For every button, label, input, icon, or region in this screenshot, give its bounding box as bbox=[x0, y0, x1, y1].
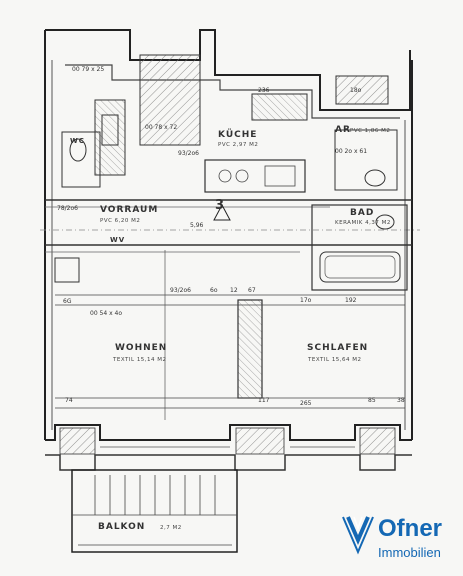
outer-wall-top bbox=[45, 29, 411, 111]
bathtub bbox=[319, 251, 401, 283]
wc-room bbox=[61, 131, 101, 188]
kitchen-sink bbox=[264, 165, 296, 187]
room-floor-wohnen: TEXTIL 15,14 M2 bbox=[113, 357, 167, 363]
dim-label: 5,96 bbox=[190, 222, 204, 229]
dim-label: 236 bbox=[258, 87, 270, 94]
ar-fixture bbox=[364, 169, 386, 187]
central-partition-wall bbox=[237, 299, 263, 399]
room-floor-ar: PVC 1,86 M2 bbox=[350, 128, 391, 134]
dim-label: 67 bbox=[248, 287, 256, 294]
toilet-symbol bbox=[69, 138, 87, 162]
brand-tagline: Immobilien bbox=[378, 545, 441, 560]
shaft-kitchen bbox=[251, 93, 308, 121]
wc-basin bbox=[101, 114, 119, 146]
window-wohnen-right bbox=[235, 427, 285, 455]
outer-wall-bottom bbox=[45, 424, 412, 441]
dim-label: 93/2o6 bbox=[178, 150, 199, 157]
dim-label: 117 bbox=[258, 397, 270, 404]
balcony-steps bbox=[94, 475, 216, 515]
room-floor-schlafen: TEXTIL 15,64 M2 bbox=[308, 357, 362, 363]
dim-label: 93/2o6 bbox=[170, 287, 191, 294]
ar-room bbox=[334, 129, 398, 191]
room-label-wc: WC bbox=[70, 137, 85, 145]
dim-label: 12 bbox=[230, 287, 238, 294]
dim-label: 265 bbox=[300, 400, 312, 407]
kitchen-counter bbox=[204, 159, 306, 193]
dim-label: 00 78 x 72 bbox=[145, 124, 178, 131]
bathroom bbox=[311, 204, 408, 291]
meter-cabinet bbox=[54, 257, 80, 283]
dim-label: 00 79 x 25 bbox=[72, 66, 105, 73]
room-label-balkon: BALKON bbox=[98, 522, 146, 532]
dim-label: 6G bbox=[63, 298, 72, 305]
bathroom-washbasin bbox=[375, 214, 395, 230]
room-label-ar: AR bbox=[335, 125, 351, 135]
room-label-kueche: KÜCHE bbox=[218, 130, 258, 140]
dim-label: 18o bbox=[350, 87, 362, 94]
bathtub-inner bbox=[324, 255, 396, 279]
room-floor-vorraum: PVC 6,20 M2 bbox=[100, 218, 141, 224]
room-label-bad: BAD bbox=[350, 208, 375, 218]
dim-label: 85 bbox=[368, 397, 376, 404]
label-wv: WV bbox=[110, 236, 126, 244]
entrance-number: 3 bbox=[215, 198, 226, 213]
dim-label: 38 bbox=[397, 397, 405, 404]
balcony-outline bbox=[71, 469, 238, 553]
room-area-balkon: 2,7 M2 bbox=[160, 525, 182, 531]
outer-wall-bottom-outer bbox=[45, 454, 412, 471]
dim-label: 74 bbox=[65, 397, 73, 404]
room-floor-bad: KERAMIK 4,37 M2 bbox=[335, 220, 391, 226]
room-label-schlafen: SCHLAFEN bbox=[307, 343, 369, 353]
room-label-wohnen: WOHNEN bbox=[115, 343, 168, 353]
entrance-marker bbox=[213, 203, 231, 221]
dim-label: 6o bbox=[210, 287, 218, 294]
dim-label: 192 bbox=[345, 297, 357, 304]
stove-burner-2 bbox=[235, 169, 249, 183]
room-label-vorraum: VORRAUM bbox=[100, 205, 159, 215]
window-wohnen-left bbox=[59, 427, 96, 455]
shaft-hatched bbox=[139, 54, 201, 146]
dim-label: 17o bbox=[300, 297, 312, 304]
dim-label: 78/2o6 bbox=[57, 205, 78, 212]
dim-label: 00 2o x 61 bbox=[335, 148, 368, 155]
stove-burner-1 bbox=[218, 169, 232, 183]
ofner-logo-mark bbox=[342, 516, 374, 555]
outer-wall-top-inner bbox=[65, 64, 400, 119]
dim-label: 00 54 x 4o bbox=[90, 310, 123, 317]
shaft-hatched-right bbox=[335, 75, 389, 105]
brand-name: Ofner bbox=[378, 515, 443, 542]
room-floor-kueche: PVC 2,97 M2 bbox=[218, 142, 259, 148]
window-schlafen bbox=[359, 427, 396, 455]
